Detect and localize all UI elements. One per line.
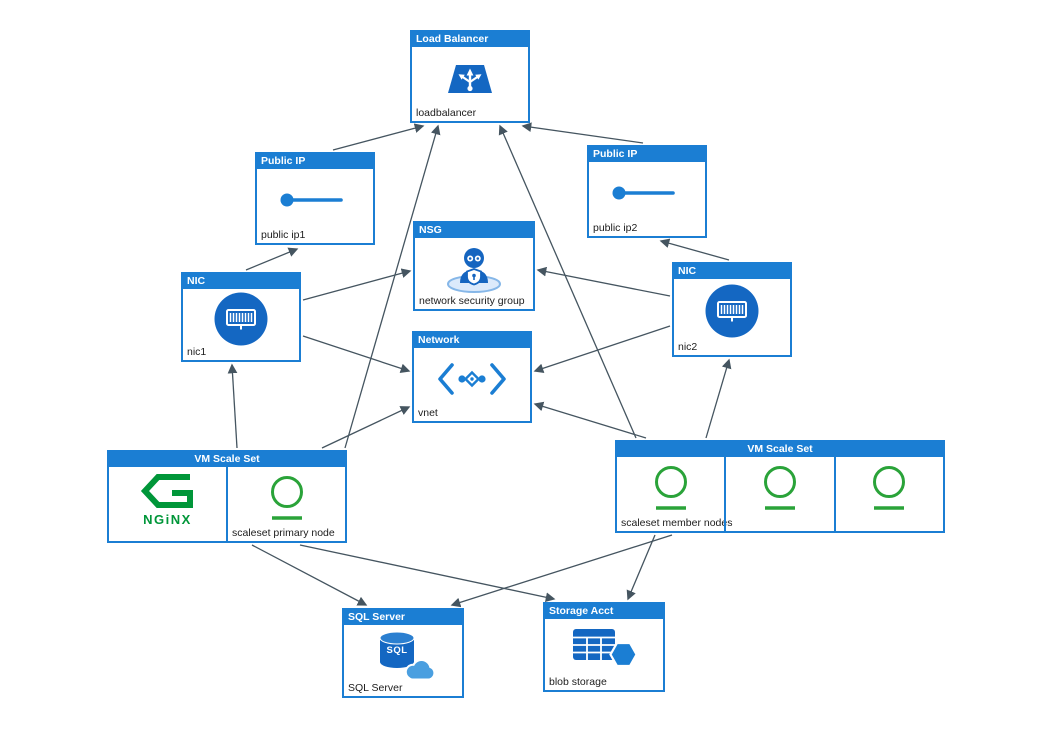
node-header: Public IP (589, 147, 705, 162)
nginx-wordmark: NGiNX (143, 511, 192, 527)
public-ip-icon (278, 189, 352, 211)
node-label: scaleset member nodes (621, 517, 733, 529)
node-body: loadbalancer (412, 47, 528, 121)
node-header: SQL Server (344, 610, 462, 625)
public-ip-icon (610, 182, 684, 204)
edge-nic1-publicip1 (245, 247, 299, 271)
member-node-cell (833, 457, 943, 531)
node-body: blob storage (545, 619, 663, 690)
node-header: Network (414, 333, 530, 348)
node-label: loadbalancer (416, 107, 477, 119)
network-security-group-icon (443, 242, 505, 294)
node-body: SQL SQL Server (344, 625, 462, 696)
node-public-ip2: Public IP public ip2 (587, 145, 707, 238)
node-label: nic1 (187, 346, 207, 358)
nginx-logo-icon: NGiNX (136, 472, 200, 527)
node-header: NIC (183, 274, 299, 289)
node-header: NIC (674, 264, 790, 279)
edge-vmssmembers-vnet (533, 401, 647, 439)
nic-icon (703, 282, 761, 340)
node-label: SQL Server (348, 682, 403, 694)
node-body: nic1 (183, 289, 299, 360)
node-vm-scale-set-primary: VM Scale Set NGiNX scaleset primary n (107, 450, 347, 543)
node-network-security-group: NSG network security group (413, 221, 535, 311)
edge-vmssprimary-loadbalancer (344, 124, 441, 449)
node-load-balancer: Load Balancer loadbalancer (410, 30, 530, 123)
virtual-network-icon (433, 359, 511, 399)
vm-node-icon (265, 473, 309, 525)
node-body: vnet (414, 348, 530, 421)
edge-vmssmembers-sqlserver (450, 534, 673, 608)
node-header: Storage Acct (545, 604, 663, 619)
edge-vmssprimary-nic1 (227, 363, 238, 449)
member-node-cell (724, 457, 833, 531)
node-header: Public IP (257, 154, 373, 169)
node-virtual-network: Network vnet (412, 331, 532, 423)
edge-vmssprimary-sqlserver (251, 544, 368, 606)
node-label: network security group (419, 295, 525, 307)
node-body: scaleset member nodes (617, 457, 943, 531)
edge-vmssprimary-storage (299, 544, 556, 603)
node-label: vnet (418, 407, 438, 419)
node-public-ip1: Public IP public ip1 (255, 152, 375, 245)
blob-storage-icon (571, 624, 637, 674)
node-label: public ip2 (593, 222, 638, 234)
node-nic1: NIC nic1 (181, 272, 301, 362)
node-header: VM Scale Set (617, 442, 943, 457)
vm-node-icon (758, 463, 802, 515)
node-label: public ip1 (261, 229, 306, 241)
node-body: network security group (415, 238, 533, 309)
nginx-cell: NGiNX (109, 467, 226, 541)
edge-publicip2-loadbalancer (521, 122, 644, 144)
node-header: NSG (415, 223, 533, 238)
sql-icon-text: SQL (386, 644, 408, 656)
node-body: public ip1 (257, 169, 373, 243)
node-header: VM Scale Set (109, 452, 345, 467)
node-nic2: NIC nic2 (672, 262, 792, 357)
node-label: scaleset primary node (232, 527, 335, 539)
sql-server-icon: SQL (372, 628, 434, 682)
vm-node-icon (649, 463, 693, 515)
member-node-cell: scaleset member nodes (617, 457, 732, 531)
edge-nic1-nsg (302, 268, 412, 301)
edge-vmssmembers-loadbalancer (498, 124, 637, 439)
node-body: NGiNX scaleset primary node (109, 467, 345, 541)
node-body: public ip2 (589, 162, 705, 236)
edge-vmssprimary-vnet (321, 406, 411, 449)
node-label: blob storage (549, 676, 607, 688)
edge-vmssmembers-storage (626, 534, 656, 601)
edge-nic2-publicip2 (659, 238, 730, 261)
node-blob-storage: Storage Acct blob storage (543, 602, 665, 692)
load-balancer-icon (441, 55, 499, 101)
edge-publicip1-loadbalancer (332, 123, 425, 151)
primary-node-cell: scaleset primary node (226, 467, 345, 541)
node-label: nic2 (678, 341, 698, 353)
edge-vmssmembers-nic2 (705, 358, 732, 439)
node-header: Load Balancer (412, 32, 528, 47)
edge-nic1-vnet (302, 335, 411, 374)
edge-nic2-nsg (536, 266, 671, 297)
vm-node-icon (867, 463, 911, 515)
node-body: nic2 (674, 279, 790, 355)
node-sql-server: SQL Server SQL SQL Server (342, 608, 464, 698)
nic-icon (212, 290, 270, 348)
edge-nic2-vnet (533, 325, 671, 374)
node-vm-scale-set-members: VM Scale Set scaleset member nodes (615, 440, 945, 533)
